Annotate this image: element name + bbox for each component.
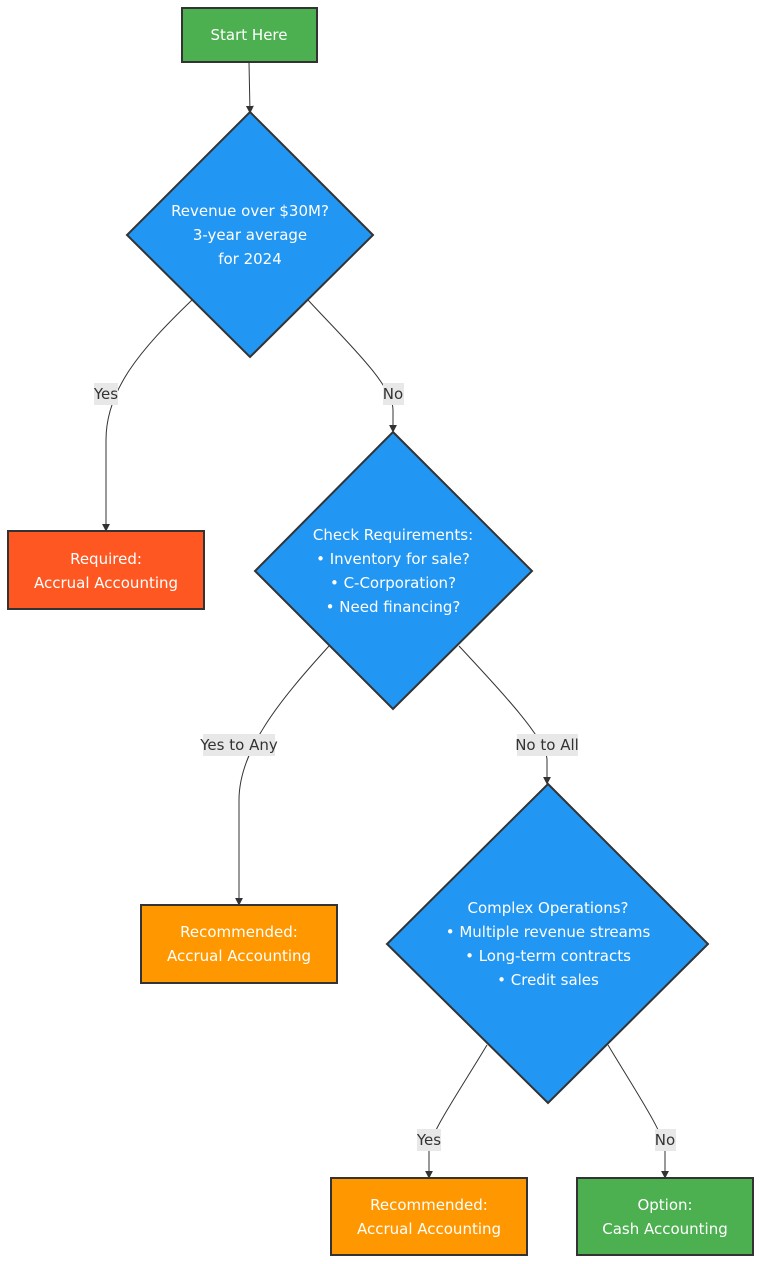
node-label-line: • Multiple revenue streams <box>446 923 651 941</box>
edge-revenue-yes <box>102 299 193 532</box>
node-label-line: Required: <box>70 550 142 568</box>
edge-complex-yes <box>425 1044 488 1179</box>
edge-label-req-no: No to All <box>515 734 579 756</box>
edge-label-text: Yes <box>93 385 118 403</box>
node-label-line: Accrual Accounting <box>357 1220 501 1238</box>
node-option-cash: Option: Cash Accounting <box>576 1177 754 1256</box>
node-label-line: Recommended: <box>370 1196 488 1214</box>
node-label-line: Option: <box>637 1196 692 1214</box>
node-recommended-2: Recommended: Accrual Accounting <box>330 1177 528 1256</box>
node-label-line: Accrual Accounting <box>167 947 311 965</box>
node-label-line: Cash Accounting <box>602 1220 728 1238</box>
edge-label-bg <box>203 734 275 756</box>
node-option-box <box>576 1177 754 1256</box>
edge-complex-no <box>607 1044 669 1179</box>
node-label-line: for 2024 <box>218 250 282 268</box>
edge-req-yes <box>235 645 330 906</box>
node-recommended-1: Recommended: Accrual Accounting <box>140 904 338 984</box>
node-start: Start Here <box>181 7 318 63</box>
edge-label-revenue-no: No <box>383 383 404 405</box>
node-label-line: Start Here <box>211 26 288 44</box>
node-complex-diamond <box>385 782 710 1105</box>
node-required: Required: Accrual Accounting <box>7 530 205 610</box>
node-label-line: • C-Corporation? <box>330 574 456 592</box>
node-required-box <box>7 530 205 610</box>
node-label-line: Check Requirements: <box>313 526 473 544</box>
node-label-line: • Inventory for sale? <box>316 550 470 568</box>
edge-label-bg <box>94 383 118 405</box>
node-label-line: Recommended: <box>180 923 298 941</box>
edge-label-bg <box>383 383 404 405</box>
node-option-label: Option: Cash Accounting <box>602 1196 728 1238</box>
node-start-label: Start Here <box>211 26 288 44</box>
node-recommended-2-box <box>330 1177 528 1256</box>
node-revenue-label: Revenue over $30M? 3-year average for 2024 <box>171 202 329 268</box>
node-recommended-1-label: Recommended: Accrual Accounting <box>167 923 311 965</box>
edge-req-no <box>458 645 551 785</box>
edge-label-complex-no: No <box>655 1129 676 1151</box>
node-revenue-decision: Revenue over $30M? 3-year average for 2024 <box>125 110 375 359</box>
edge-revenue-no <box>307 299 397 433</box>
node-requirements-diamond <box>253 430 534 711</box>
node-revenue-diamond <box>125 110 375 359</box>
edge-label-text: No <box>383 385 403 403</box>
node-label-line: 3-year average <box>193 226 307 244</box>
edge-label-text: Yes <box>416 1131 441 1149</box>
node-complex-label: Complex Operations? • Multiple revenue st… <box>446 899 651 989</box>
edge-label-text: No to All <box>515 736 579 754</box>
edge-label-bg <box>517 734 578 756</box>
node-label-line: • Need financing? <box>326 598 461 616</box>
node-start-box <box>181 7 318 63</box>
edge-start-to-revenue <box>245 61 254 114</box>
node-complex-decision: Complex Operations? • Multiple revenue st… <box>385 782 710 1105</box>
node-required-label: Required: Accrual Accounting <box>34 550 178 592</box>
edge-label-req-yes: Yes to Any <box>199 734 278 756</box>
edge-label-bg <box>417 1129 441 1151</box>
edge-label-text: Yes to Any <box>199 736 278 754</box>
node-requirements-label: Check Requirements: • Inventory for sale?… <box>313 526 473 616</box>
node-requirements-decision: Check Requirements: • Inventory for sale?… <box>253 430 534 711</box>
edge-label-revenue-yes: Yes <box>93 383 118 405</box>
node-recommended-2-label: Recommended: Accrual Accounting <box>357 1196 501 1238</box>
node-label-line: Revenue over $30M? <box>171 202 329 220</box>
edge-label-bg <box>655 1129 676 1151</box>
node-label-line: • Credit sales <box>497 971 599 989</box>
node-recommended-1-box <box>140 904 338 984</box>
edge-label-complex-yes: Yes <box>416 1129 441 1151</box>
node-label-line: • Long-term contracts <box>465 947 631 965</box>
node-label-line: Accrual Accounting <box>34 574 178 592</box>
edge-label-text: No <box>655 1131 675 1149</box>
node-label-line: Complex Operations? <box>468 899 629 917</box>
